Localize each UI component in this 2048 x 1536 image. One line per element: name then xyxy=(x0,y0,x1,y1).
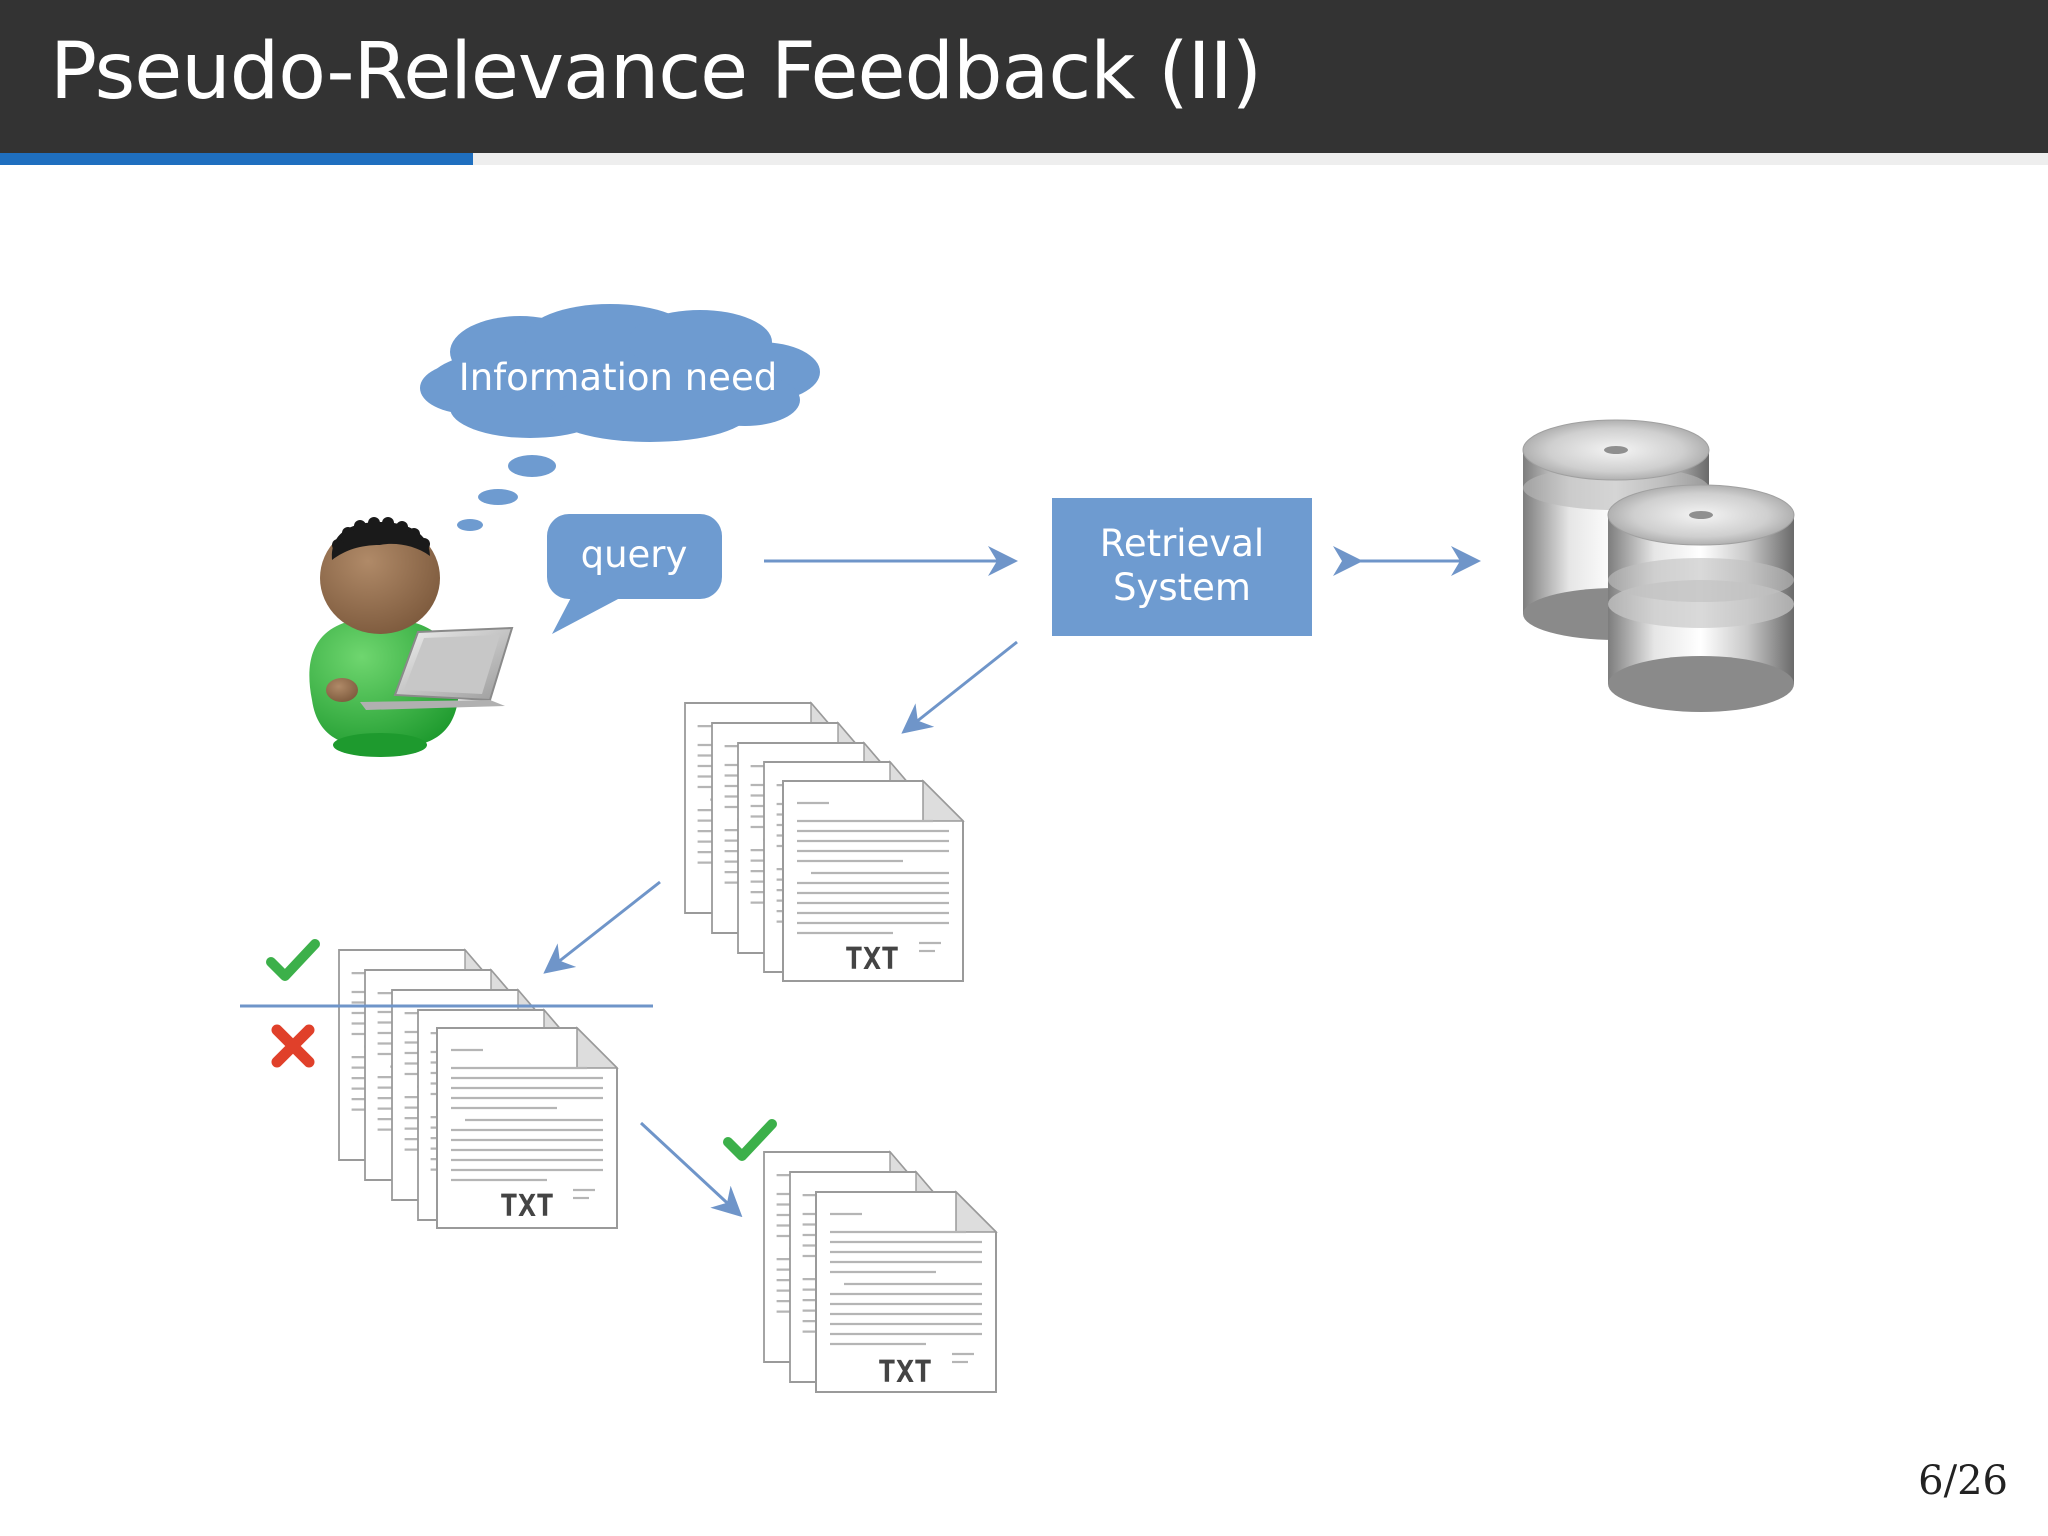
ranked-documents-stack: TXT xyxy=(337,948,619,1230)
green-checkmark-icon xyxy=(271,944,315,976)
retrieval-system-label-line1: Retrieval xyxy=(1100,522,1264,565)
txt-caption: TXT xyxy=(845,942,899,977)
page-number: 6/26 xyxy=(1918,1458,2008,1504)
retrieval-system-label-line2: System xyxy=(1113,566,1251,609)
thought-cloud: Information need xyxy=(420,304,820,531)
query-label: query xyxy=(581,533,688,576)
retrieved-documents-stack: TXT xyxy=(683,701,965,983)
information-need-label: Information need xyxy=(459,356,777,399)
speech-bubble: query xyxy=(547,514,722,634)
retrieval-system-box: Retrieval System xyxy=(1052,498,1312,636)
txt-caption: TXT xyxy=(878,1355,932,1390)
user-with-laptop-icon xyxy=(309,517,514,757)
progress-bar xyxy=(0,153,2048,165)
results-to-ranked-arrow xyxy=(543,880,661,974)
slide-title: Pseudo-Relevance Feedback (II) xyxy=(50,27,1262,117)
ranked-to-feedback-arrow xyxy=(639,1121,743,1218)
feedback-documents-stack: TXT xyxy=(762,1150,998,1394)
database-icon xyxy=(1522,419,1795,712)
progress-bar-fill xyxy=(0,153,473,165)
title-bar: Pseudo-Relevance Feedback (II) xyxy=(0,0,2048,153)
system-to-results-arrow xyxy=(901,640,1018,734)
txt-caption: TXT xyxy=(500,1189,554,1224)
red-x-icon xyxy=(271,1024,315,1068)
